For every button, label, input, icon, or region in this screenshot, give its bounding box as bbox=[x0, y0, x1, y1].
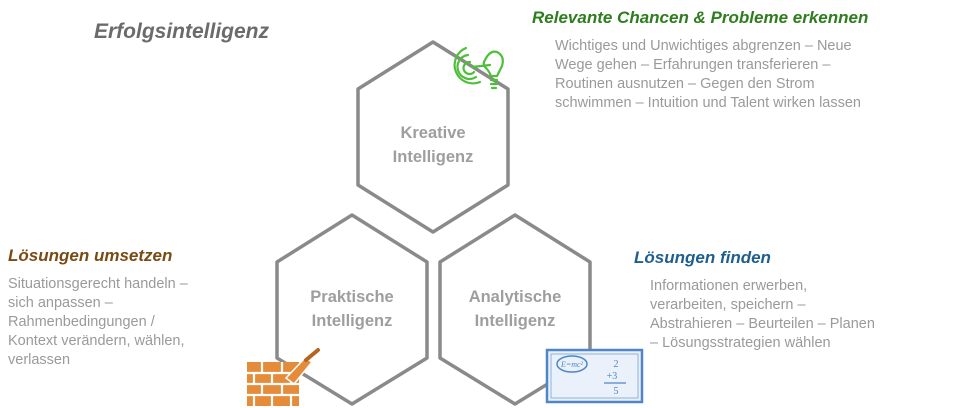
analytic-label-line1: Analytische bbox=[469, 288, 562, 306]
practical-line: Situationsgerecht handeln – bbox=[8, 276, 188, 292]
practical-line: verlassen bbox=[8, 352, 71, 368]
brick-wall-trowel-icon bbox=[247, 348, 320, 406]
analytic-line: verarbeiten, speichern – bbox=[650, 297, 806, 313]
page-title: Erfolgsintelligenz bbox=[94, 20, 270, 43]
formula-board-icon: E=mc² 2 +3 5 bbox=[545, 348, 644, 404]
lightbulb-target-icon bbox=[453, 46, 504, 90]
practical-hexagon bbox=[275, 213, 429, 406]
formula-fraction-top: 2 bbox=[614, 359, 619, 370]
practical-label-line1: Praktische bbox=[310, 288, 393, 306]
creative-label-line2: Intelligenz bbox=[393, 148, 474, 166]
practical-line: sich anpassen – bbox=[8, 295, 113, 311]
analytic-line: Abstrahieren – Beurteilen – Planen bbox=[650, 316, 875, 332]
creative-line: Wichtiges und Unwichtiges abgrenzen – Ne… bbox=[555, 38, 852, 54]
practical-line: Rahmenbedingungen / bbox=[8, 314, 155, 330]
formula-fraction-plus: +3 bbox=[607, 371, 618, 382]
practical-line: Kontext verändern, wählen, bbox=[8, 333, 185, 349]
practical-heading: Lösungen umsetzen bbox=[8, 246, 173, 265]
analytic-heading: Lösungen finden bbox=[634, 248, 771, 267]
practical-label-line2: Intelligenz bbox=[312, 312, 393, 330]
practical-description: Situationsgerecht handeln – sich anpasse… bbox=[8, 275, 248, 370]
analytic-description: Informationen erwerben, verarbeiten, spe… bbox=[650, 277, 950, 353]
creative-hexagon bbox=[356, 40, 510, 234]
formula-fraction-bottom: 5 bbox=[614, 386, 619, 397]
creative-line: Wege gehen – Erfahrungen transferieren – bbox=[555, 57, 831, 73]
creative-description: Wichtiges und Unwichtiges abgrenzen – Ne… bbox=[555, 37, 955, 113]
analytic-label-line2: Intelligenz bbox=[475, 312, 556, 330]
creative-line: schwimmen – Intuition und Talent wirken … bbox=[555, 95, 862, 111]
creative-label-line1: Kreative bbox=[400, 124, 465, 142]
creative-line: Routinen ausnutzen – Gegen den Strom bbox=[555, 76, 815, 92]
analytic-line: Informationen erwerben, bbox=[650, 278, 808, 294]
analytic-line: – Lösungsstrategien wählen bbox=[650, 335, 831, 351]
creative-heading: Relevante Chancen & Probleme erkennen bbox=[532, 8, 869, 27]
formula-main-text: E=mc² bbox=[560, 360, 584, 369]
